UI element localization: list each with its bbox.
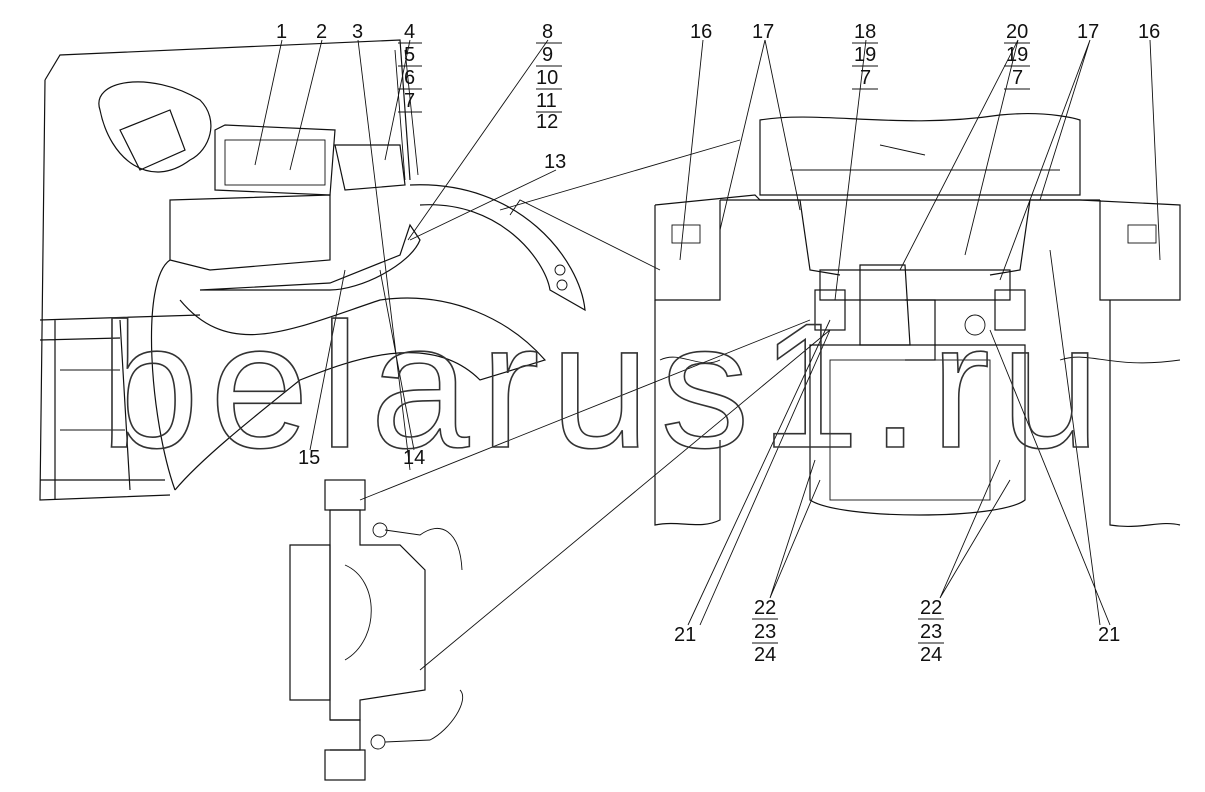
callout-7: 7 [1012,67,1023,89]
callout-5: 5 [404,44,415,66]
callout-16: 16 [1138,21,1160,43]
callout-11: 11 [536,90,557,112]
callout-23: 23 [920,621,942,643]
callout-6: 6 [404,67,415,89]
leader-lines [254,39,1161,671]
callout-14: 14 [403,447,425,469]
callout-7: 7 [860,67,871,89]
watermark: belarus1.ru [100,286,1100,485]
callout-20: 20 [1006,21,1028,43]
callout-19: 19 [1006,44,1028,66]
callout-13: 13 [544,151,566,173]
tractor-top-view [654,113,1181,528]
valve-detail [289,479,464,781]
callout-22: 22 [920,597,942,619]
callout-17: 17 [752,21,774,43]
callout-16: 16 [690,21,712,43]
callout-2: 2 [316,21,327,43]
callout-8: 8 [542,21,553,43]
callout-15: 15 [298,447,320,469]
callout-10: 10 [536,67,558,89]
callout-12: 12 [536,111,558,133]
callout-7: 7 [404,90,415,112]
callout-4: 4 [404,21,415,43]
callout-23: 23 [754,621,776,643]
callout-9: 9 [542,44,553,66]
callout-1: 1 [276,21,287,43]
callout-3: 3 [352,21,363,43]
callout-24: 24 [754,644,776,666]
callout-21: 21 [674,624,696,646]
callout-17: 17 [1077,21,1099,43]
callouts: 1 2 3 4 5 6 7 8 9 10 11 12 13 15 14 16 1… [276,21,1160,666]
callout-22: 22 [754,597,776,619]
callout-18: 18 [854,21,876,43]
cab-side-view [39,39,586,501]
callout-21: 21 [1098,624,1120,646]
callout-19: 19 [854,44,876,66]
callout-24: 24 [920,644,942,666]
